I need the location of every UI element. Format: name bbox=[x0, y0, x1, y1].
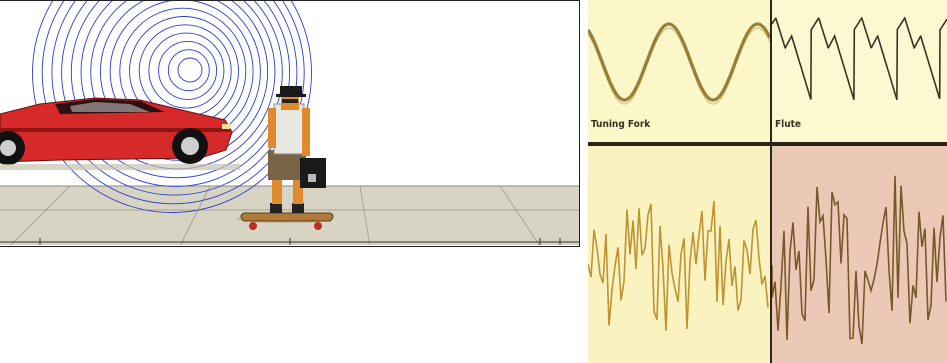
flute-wave bbox=[772, 16, 947, 101]
doppler-scene bbox=[0, 0, 580, 247]
wavefront-ring bbox=[167, 49, 210, 92]
sine-wave bbox=[588, 22, 770, 102]
tuning-fork-panel: Tuning Fork bbox=[588, 0, 770, 142]
wavefront-ring bbox=[51, 0, 298, 196]
flute-panel: Flute bbox=[772, 0, 947, 142]
wavefront-ring bbox=[61, 0, 291, 187]
sports-car bbox=[0, 97, 240, 170]
wavefront-ring bbox=[148, 32, 225, 109]
tuning-fork-waveform bbox=[588, 22, 770, 105]
wavefront-ring bbox=[177, 57, 203, 83]
wavefront-ring bbox=[158, 40, 218, 100]
wavefront-ring bbox=[70, 0, 283, 179]
flute-label: Flute bbox=[775, 119, 802, 130]
sine-wave-shadow bbox=[588, 27, 770, 105]
skateboarder bbox=[237, 86, 334, 230]
panel-divider-horizontal bbox=[588, 142, 947, 146]
panel-divider-vertical bbox=[770, 0, 772, 363]
noise-wave bbox=[588, 200, 769, 331]
scene-frame bbox=[0, 0, 580, 247]
noise-wave bbox=[772, 175, 947, 345]
tuning-fork-label: Tuning Fork bbox=[591, 119, 651, 130]
complex-waveform-left bbox=[588, 200, 769, 331]
flute-waveform bbox=[772, 16, 947, 101]
wavefront-ring bbox=[41, 0, 305, 205]
waveform-panels: Tuning Fork Flute bbox=[588, 0, 947, 363]
wavefront-ring bbox=[32, 0, 312, 213]
complex-waveform-panel-right bbox=[772, 146, 947, 363]
doppler-illustration bbox=[0, 0, 579, 245]
complex-waveform-panel-left bbox=[588, 146, 770, 363]
complex-waveform-right bbox=[772, 175, 947, 345]
